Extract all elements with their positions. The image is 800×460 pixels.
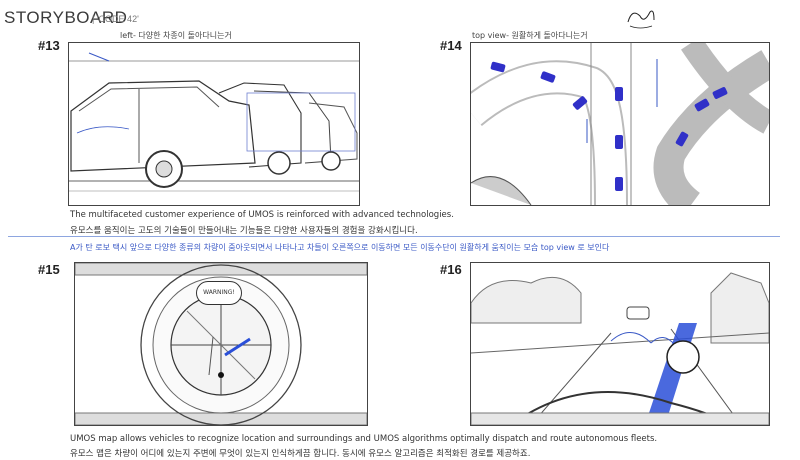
panel-14-number: #14 xyxy=(440,38,462,53)
panel-16-sketch xyxy=(471,272,769,425)
panel-13-sketch xyxy=(69,52,359,192)
storyboard-title: STORYBOARD xyxy=(4,8,128,27)
panel-14-frame xyxy=(470,42,770,206)
panel-15-frame xyxy=(74,262,368,426)
panel-16-frame xyxy=(470,262,770,426)
panel-14-caption: top view- 원활하게 돌아다니는거 xyxy=(472,31,588,40)
warning-bubble: WARNING! xyxy=(196,281,242,305)
handwritten-note xyxy=(624,6,658,30)
warning-bubble-text: WARNING! xyxy=(203,289,235,296)
panel-15-sketch xyxy=(75,263,367,425)
panel-13-number: #13 xyxy=(38,38,60,53)
row1-description-ko: 유모스를 움직이는 고도의 기술들이 만들어내는 기능들은 다양한 사용자들의 … xyxy=(70,226,418,236)
code-subtitle: | 'CODE 42' xyxy=(92,14,139,24)
row2-description-en: UMOS map allows vehicles to recognize lo… xyxy=(70,434,658,444)
row1-note: A가 탄 로보 택시 앞으로 다양한 종류의 차량이 줌아웃되면서 나타나고 차… xyxy=(70,243,610,252)
section-divider xyxy=(8,236,780,237)
panel-16-number: #16 xyxy=(440,262,462,277)
panel-14-sketch xyxy=(471,43,769,205)
handwritten-note-sketch xyxy=(627,10,655,29)
row1-description-en: The multifaceted customer experience of … xyxy=(70,210,454,220)
row2-description-ko: 유모스 맵은 차량이 어디에 있는지 주변에 무엇이 있는지 인식하게끔 합니다… xyxy=(70,449,531,459)
panel-15-number: #15 xyxy=(38,262,60,277)
panel-13-caption: left- 다양한 차종이 돌아다니는거 xyxy=(120,31,232,40)
panel-13-frame xyxy=(68,42,360,206)
